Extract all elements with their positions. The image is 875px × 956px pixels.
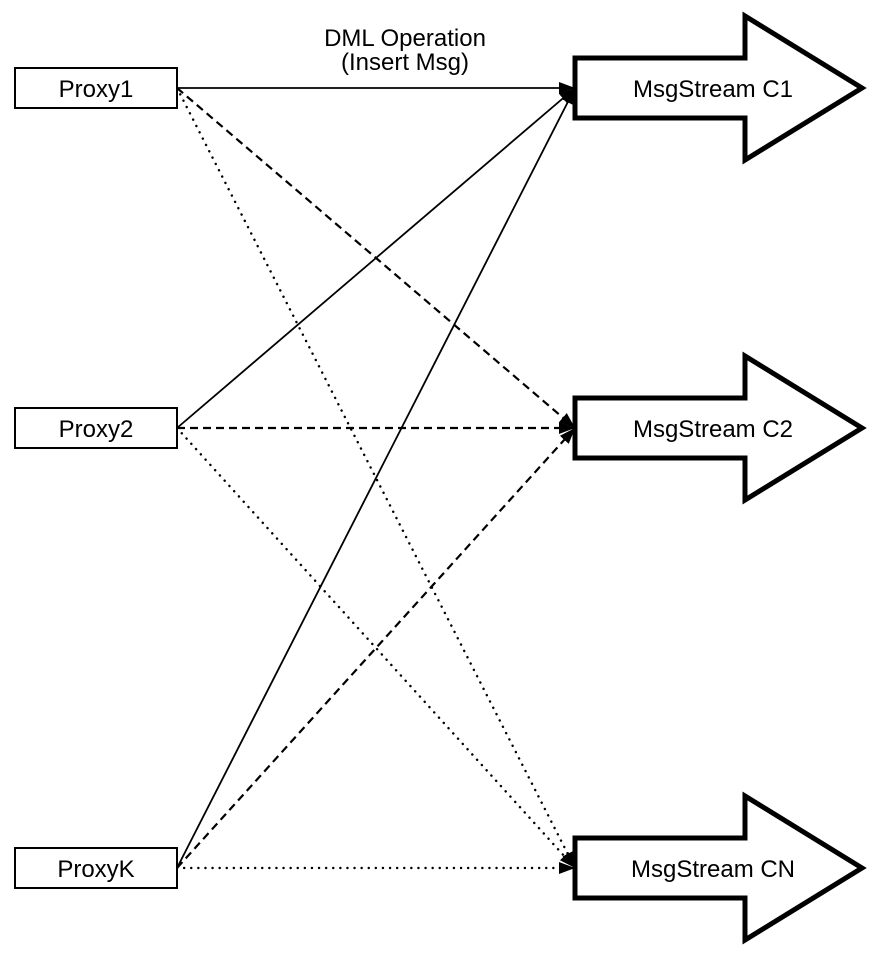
proxy1-node: Proxy1 <box>14 67 178 109</box>
edge-proxyk-msgstream-c1 <box>176 87 576 869</box>
edge-proxyk-msgstream-c2 <box>176 427 576 869</box>
msgstream-c1-node: MsgStream C1 <box>572 11 867 165</box>
proxy1-label: Proxy1 <box>59 76 134 103</box>
msgstream-c2-arrow-shape <box>572 351 867 505</box>
msgstream-c2-node: MsgStream C2 <box>572 351 867 505</box>
edge-proxy2-msgstream-c1 <box>176 87 576 429</box>
edge-annotation-line2: (Insert Msg) <box>341 49 469 76</box>
msgstream-c1-label: MsgStream C1 <box>633 76 793 103</box>
proxy1-box <box>14 67 178 109</box>
msgstream-c1-arrow-shape <box>572 11 867 165</box>
msgstream-c2-label: MsgStream C2 <box>633 416 793 443</box>
edge-proxy2-msgstream-cn <box>175 426 577 870</box>
edge-annotation-line1: DML Operation <box>324 25 486 52</box>
msgstream-cn-label: MsgStream CN <box>631 856 795 883</box>
msgstream-cn-node: MsgStream CN <box>572 791 867 945</box>
proxyk-node: ProxyK <box>14 847 178 889</box>
proxy2-box <box>14 407 178 449</box>
proxy2-node: Proxy2 <box>14 407 178 449</box>
proxyk-label: ProxyK <box>57 856 134 883</box>
proxy2-label: Proxy2 <box>59 416 134 443</box>
msgstream-cn-arrow-shape <box>572 791 867 945</box>
proxyk-box <box>14 847 178 889</box>
